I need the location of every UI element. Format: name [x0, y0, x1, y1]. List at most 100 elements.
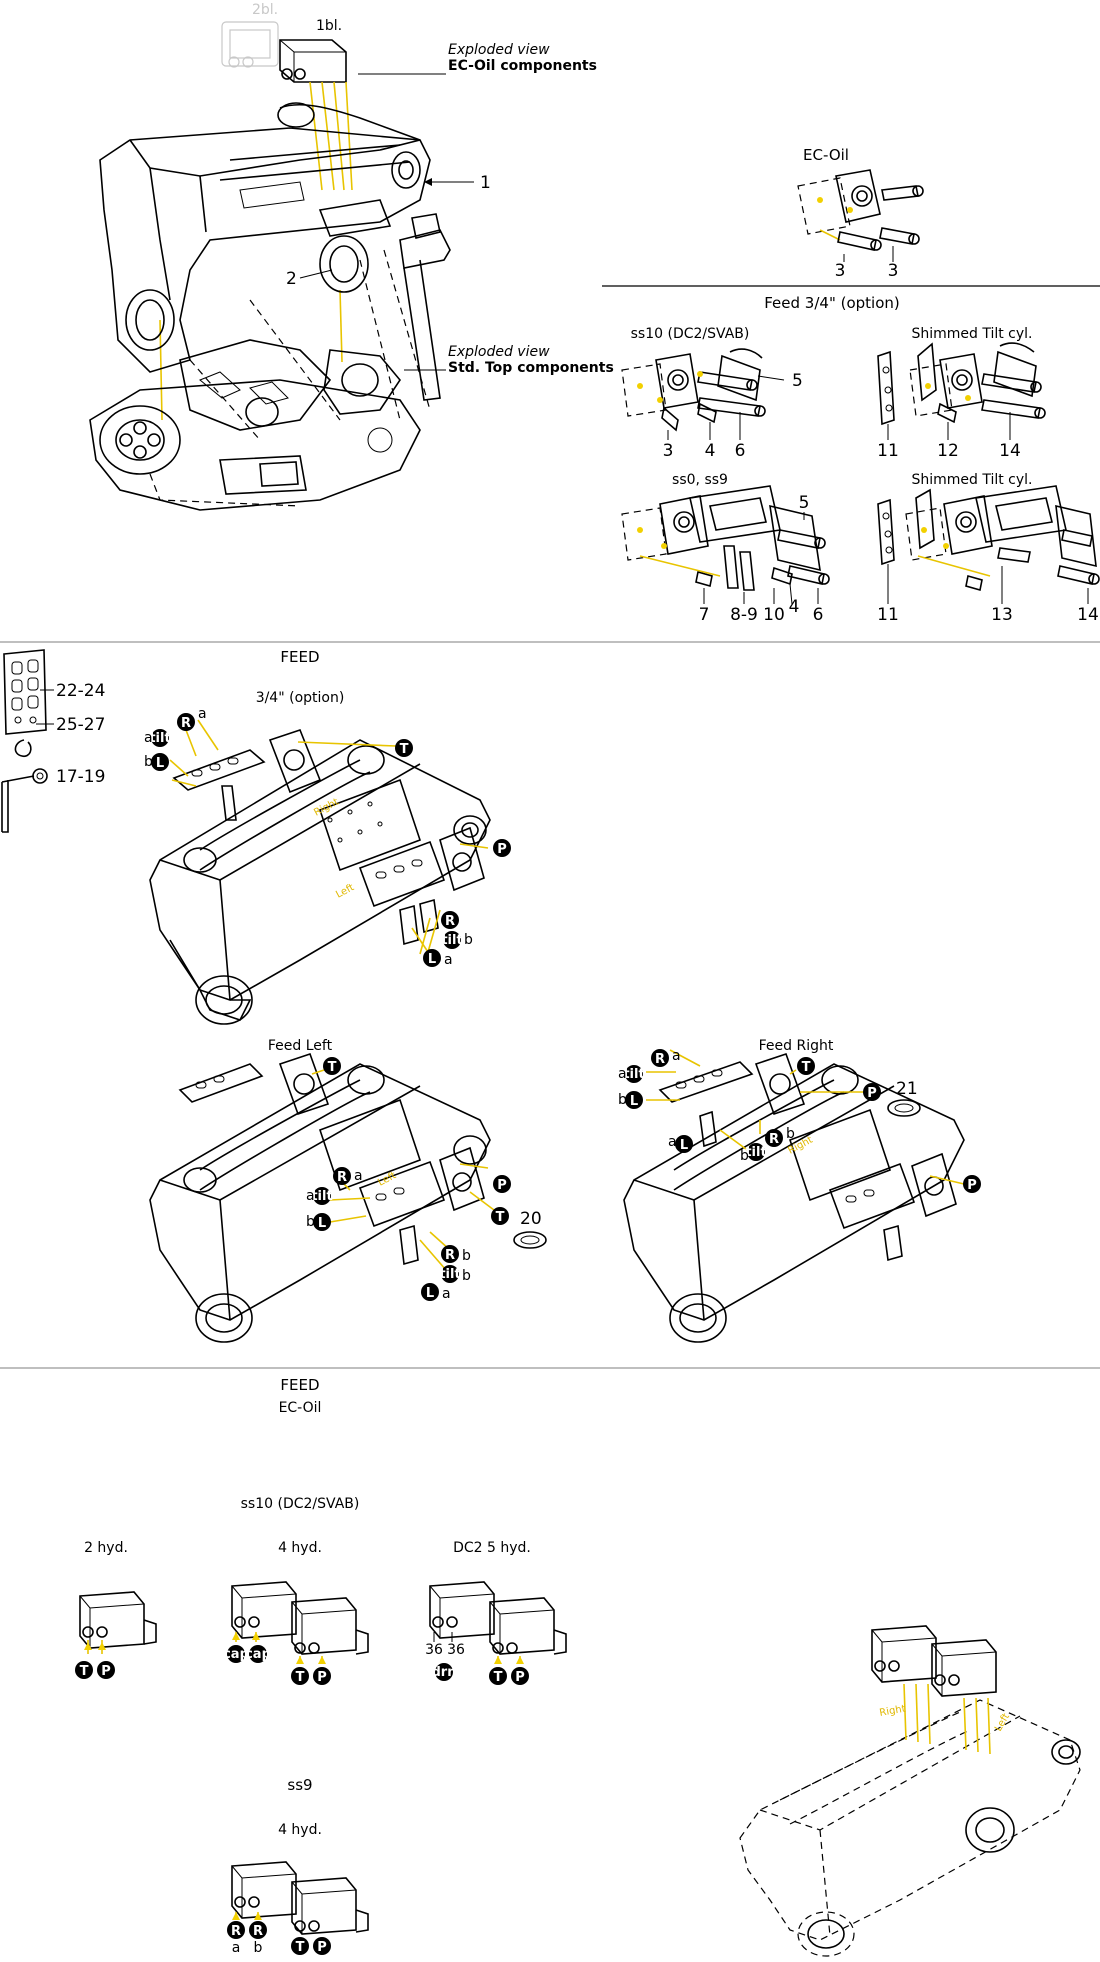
port-L: L: [156, 756, 164, 771]
ss10-title: ss10 (DC2/SVAB): [631, 326, 750, 342]
port-markers-right: R a tilt a L b T P R b tilt b L a P 21: [618, 1048, 981, 1193]
exploded-ec-caption: Exploded view: [448, 42, 550, 58]
ss0-title: ss0, ss9: [672, 472, 728, 488]
ec-subtitle: EC-Oil: [279, 1400, 322, 1416]
port-a: a: [354, 1168, 363, 1184]
port-b: b: [144, 754, 153, 770]
ec-4hyd: 4 hyd.: [278, 1540, 322, 1556]
ss10-callout-6: 6: [735, 441, 746, 461]
port-P: P: [317, 1670, 327, 1685]
port-b: b: [254, 1940, 263, 1956]
port-P: P: [497, 842, 507, 857]
ec-ss9-hyd: 4 hyd.: [278, 1822, 322, 1838]
ss10-callout-3: 3: [663, 441, 674, 461]
feed-subtitle: 3/4" (option): [256, 690, 345, 706]
port-L: L: [630, 1094, 638, 1109]
port-a: a: [444, 952, 453, 968]
port-a: a: [618, 1066, 627, 1082]
port-markers-left: T R a tilt a L b P T R b tilt b L a 20: [306, 1057, 547, 1302]
ec-feed-title: FEED: [280, 1376, 319, 1394]
port-P: P: [967, 1178, 977, 1193]
port-L: L: [428, 952, 436, 967]
port-P: P: [101, 1664, 111, 1679]
port-T: T: [296, 1940, 305, 1955]
port-T: T: [802, 1060, 811, 1075]
port-cap: cap: [223, 1647, 249, 1662]
port-a: a: [198, 706, 207, 722]
part-17-19: 17-19: [56, 767, 105, 787]
exploded-std-caption: Exploded view: [448, 344, 550, 360]
feed-right-title: Feed Right: [759, 1038, 834, 1054]
port-P: P: [515, 1670, 525, 1685]
ec-dashed-bracket: Right Left: [739, 1625, 1081, 1957]
port-T: T: [80, 1664, 89, 1679]
ss10-callout-5: 5: [792, 371, 803, 391]
port-tilt: tilt: [745, 1145, 766, 1160]
ss10-drawing: [621, 348, 785, 440]
valve-4hyd: cap cap T P: [223, 1581, 369, 1685]
ss0-callout-7: 7: [699, 605, 710, 625]
port-36-b: 36: [447, 1642, 465, 1658]
exploded-std-title: Std. Top components: [448, 360, 614, 376]
port-drn: drn: [432, 1665, 457, 1680]
port-a: a: [442, 1286, 451, 1302]
port-T: T: [494, 1670, 503, 1685]
parts-legend: 22-24 25-27 17-19: [1, 649, 105, 833]
port-L: L: [318, 1216, 326, 1231]
port-R: R: [337, 1170, 347, 1185]
tilt-cylinder-dashed: [189, 213, 451, 441]
port-L: L: [680, 1138, 688, 1153]
shim1-callout-12: 12: [937, 441, 959, 461]
right-panel: EC-Oil 3 3 Feed 3/4" (option) ss10 (DC2/…: [621, 146, 1100, 625]
ss0-drawing: [621, 485, 830, 605]
callout-1: 1: [480, 173, 491, 193]
port-b: b: [618, 1092, 627, 1108]
port-markers-option: R a tilt a L b T P R tilt b L a: [144, 706, 511, 968]
port-tilt: tilt: [623, 1067, 644, 1082]
shim2-callout-14: 14: [1077, 605, 1099, 625]
ec-ss9-title: ss9: [287, 1776, 312, 1794]
ec-oil-bracket: [797, 169, 924, 262]
port-R: R: [655, 1052, 665, 1067]
ec-oil-block: 1bl.: [279, 18, 347, 83]
ghost-label: 2bl.: [252, 2, 278, 18]
feed-left-title: Feed Left: [268, 1038, 333, 1054]
feed-section: FEED 3/4" (option) 22-24 25-27 17-19: [1, 648, 981, 1343]
feed-right-bracket: Right: [623, 1049, 965, 1343]
port-tilt: tilt: [441, 933, 462, 948]
shim2-callout-13: 13: [991, 605, 1013, 625]
ec-right-tag: Right: [879, 1704, 907, 1719]
feed-left-callout-20: 20: [520, 1209, 542, 1229]
valve-ss9: R R a b T P: [227, 1861, 369, 1956]
port-tilt: tilt: [439, 1267, 460, 1282]
port-R: R: [181, 716, 191, 731]
port-R: R: [769, 1132, 779, 1147]
port-T: T: [496, 1210, 505, 1225]
ss0-callout-6: 6: [813, 605, 824, 625]
port-b: b: [464, 932, 473, 948]
callout-2: 2: [286, 269, 297, 289]
part-25-27: 25-27: [56, 715, 105, 735]
port-b: b: [740, 1148, 749, 1164]
port-tilt: tilt: [311, 1189, 332, 1204]
ec-oil-title: EC-Oil: [803, 146, 849, 164]
shim2-callout-11: 11: [877, 605, 899, 625]
alignment-lines: [159, 81, 353, 421]
port-R: R: [231, 1924, 241, 1939]
port-R: R: [253, 1924, 263, 1939]
port-T: T: [400, 742, 409, 757]
port-L: L: [426, 1286, 434, 1301]
ss0-callout-4: 4: [789, 597, 800, 617]
port-T: T: [328, 1060, 337, 1075]
port-a: a: [306, 1188, 315, 1204]
ec-ss10-title: ss10 (DC2/SVAB): [241, 1496, 360, 1512]
block-label: 1bl.: [316, 18, 342, 34]
port-a: a: [668, 1134, 677, 1150]
valve-dc2: 36 36 drn T P: [425, 1581, 567, 1685]
port-b: b: [786, 1126, 795, 1142]
exploded-ec-title: EC-Oil components: [448, 58, 597, 74]
ss0-callout-8-9: 8-9: [730, 605, 758, 625]
feed-bracket-option: Right Left: [149, 719, 491, 1025]
shim1-title: Shimmed Tilt cyl.: [911, 326, 1032, 342]
